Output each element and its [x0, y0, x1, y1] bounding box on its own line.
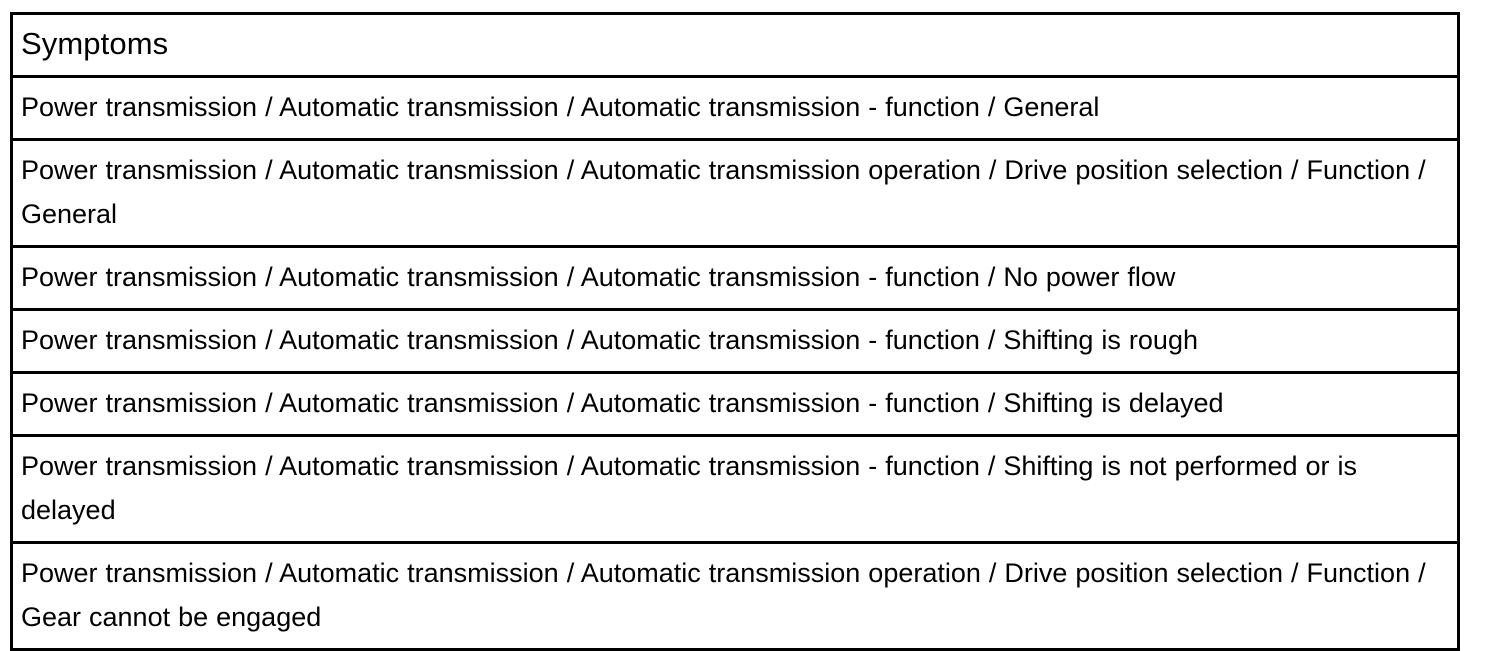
table-header-row: Symptoms [10, 12, 1460, 78]
table-row: Power transmission / Automatic transmiss… [10, 434, 1460, 544]
table-body: Power transmission / Automatic transmiss… [10, 75, 1460, 651]
table-head: Symptoms [10, 12, 1460, 78]
symptom-cell: Power transmission / Automatic transmiss… [10, 308, 1460, 374]
symptom-cell: Power transmission / Automatic transmiss… [10, 245, 1460, 311]
column-header-symptoms: Symptoms [10, 12, 1460, 78]
symptom-cell: Power transmission / Automatic transmiss… [10, 75, 1460, 141]
symptom-cell: Power transmission / Automatic transmiss… [10, 541, 1460, 651]
table-row: Power transmission / Automatic transmiss… [10, 138, 1460, 248]
table-row: Power transmission / Automatic transmiss… [10, 371, 1460, 437]
symptom-cell: Power transmission / Automatic transmiss… [10, 434, 1460, 544]
symptom-cell: Power transmission / Automatic transmiss… [10, 371, 1460, 437]
table-row: Power transmission / Automatic transmiss… [10, 541, 1460, 651]
table-row: Power transmission / Automatic transmiss… [10, 245, 1460, 311]
symptom-cell: Power transmission / Automatic transmiss… [10, 138, 1460, 248]
table-row: Power transmission / Automatic transmiss… [10, 75, 1460, 141]
page-root: Symptoms Power transmission / Automatic … [10, 12, 1460, 651]
table-row: Power transmission / Automatic transmiss… [10, 308, 1460, 374]
symptoms-table: Symptoms Power transmission / Automatic … [10, 12, 1460, 651]
